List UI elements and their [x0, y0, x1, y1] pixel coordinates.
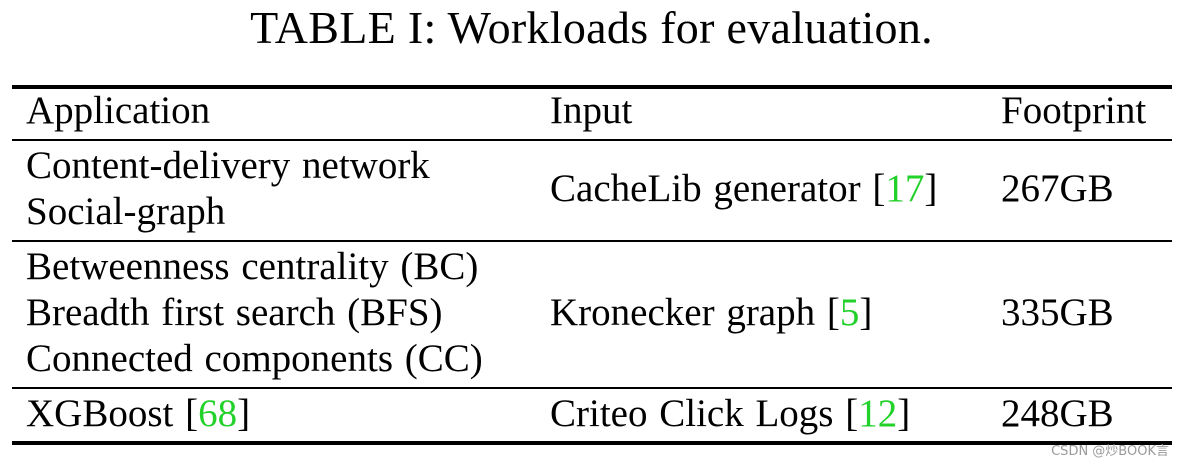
header-application: Application [26, 89, 211, 132]
footprint-cell: 267GB [1001, 167, 1114, 210]
application-text: XGBoost [26, 392, 174, 435]
input-text: CacheLib generator [550, 167, 861, 210]
application-cell: Connected components (CC) [26, 337, 483, 380]
footprint-cell: 248GB [1001, 392, 1114, 435]
citation-link[interactable]: 68 [198, 392, 238, 435]
application-cell: Social-graph [26, 190, 226, 233]
citation-link[interactable]: 12 [858, 392, 898, 435]
input-cell: Criteo Click Logs [12] [550, 392, 911, 435]
header-input: Input [550, 89, 633, 132]
header-footprint: Footprint [1001, 89, 1147, 132]
header-rule [12, 139, 1172, 141]
application-cell: XGBoost [68] [26, 392, 251, 435]
watermark-text: CSDN @炒BOOK言 [1051, 444, 1169, 459]
group-rule [12, 240, 1172, 242]
input-cell: CacheLib generator [17] [550, 167, 938, 210]
application-cell: Betweenness centrality (BC) [26, 245, 479, 288]
input-cell: Kronecker graph [5] [550, 291, 873, 334]
application-cell: Breadth first search (BFS) [26, 291, 443, 334]
input-text: Criteo Click Logs [550, 392, 834, 435]
footprint-cell: 335GB [1001, 291, 1114, 334]
group-rule [12, 387, 1172, 389]
bottom-rule [12, 441, 1172, 445]
application-cell: Content-delivery network [26, 144, 430, 187]
citation-link[interactable]: 5 [839, 291, 860, 334]
citation-link[interactable]: 17 [885, 167, 925, 210]
top-rule [12, 85, 1172, 89]
input-text: Kronecker graph [550, 291, 816, 334]
table-caption: TABLE I: Workloads for evaluation. [250, 2, 933, 53]
